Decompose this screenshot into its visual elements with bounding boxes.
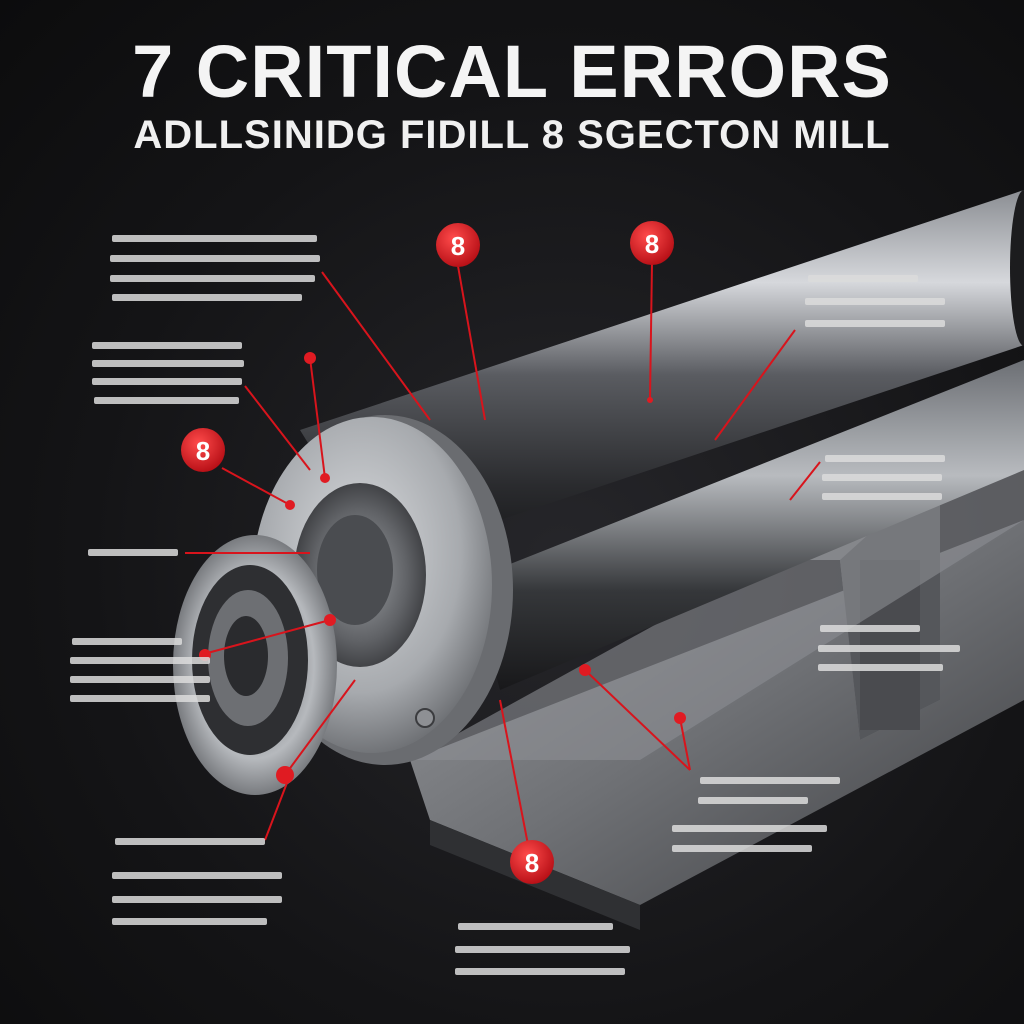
marker-2-label: 8 xyxy=(645,229,659,259)
bearing-ring xyxy=(173,535,337,795)
callout-lines xyxy=(185,261,821,856)
annotation-block-left-single xyxy=(88,549,178,556)
annotation-block-bottom-center xyxy=(455,923,630,975)
marker-3-label: 8 xyxy=(196,436,210,466)
annotation-block-right xyxy=(818,625,960,671)
marker-4-label: 8 xyxy=(525,848,539,878)
annotation-block-lower-left xyxy=(70,638,210,702)
annotation-block-top-right xyxy=(805,275,945,327)
page-subtitle: ADLLSINIDG FIDILL 8 SGECTON MILL xyxy=(133,113,891,157)
marker-3: 8 xyxy=(181,428,225,472)
page-title: 7 CRITICAL ERRORS xyxy=(132,30,892,113)
marker-1: 8 xyxy=(436,223,480,267)
lower-roll xyxy=(470,360,1024,690)
annotation-block-bottom-left xyxy=(112,838,282,925)
annotation-blocks xyxy=(70,235,960,975)
callout-dots xyxy=(199,352,686,784)
marker-4: 8 xyxy=(510,840,554,884)
upper-roll xyxy=(300,190,1024,560)
annotation-block-mid-left xyxy=(92,342,244,404)
marker-1-label: 8 xyxy=(451,231,465,261)
marker-2: 8 xyxy=(630,221,674,265)
annotation-block-bottom-right xyxy=(672,777,840,852)
annotation-block-mid-right xyxy=(822,455,945,500)
annotation-block-top-left xyxy=(110,235,320,301)
